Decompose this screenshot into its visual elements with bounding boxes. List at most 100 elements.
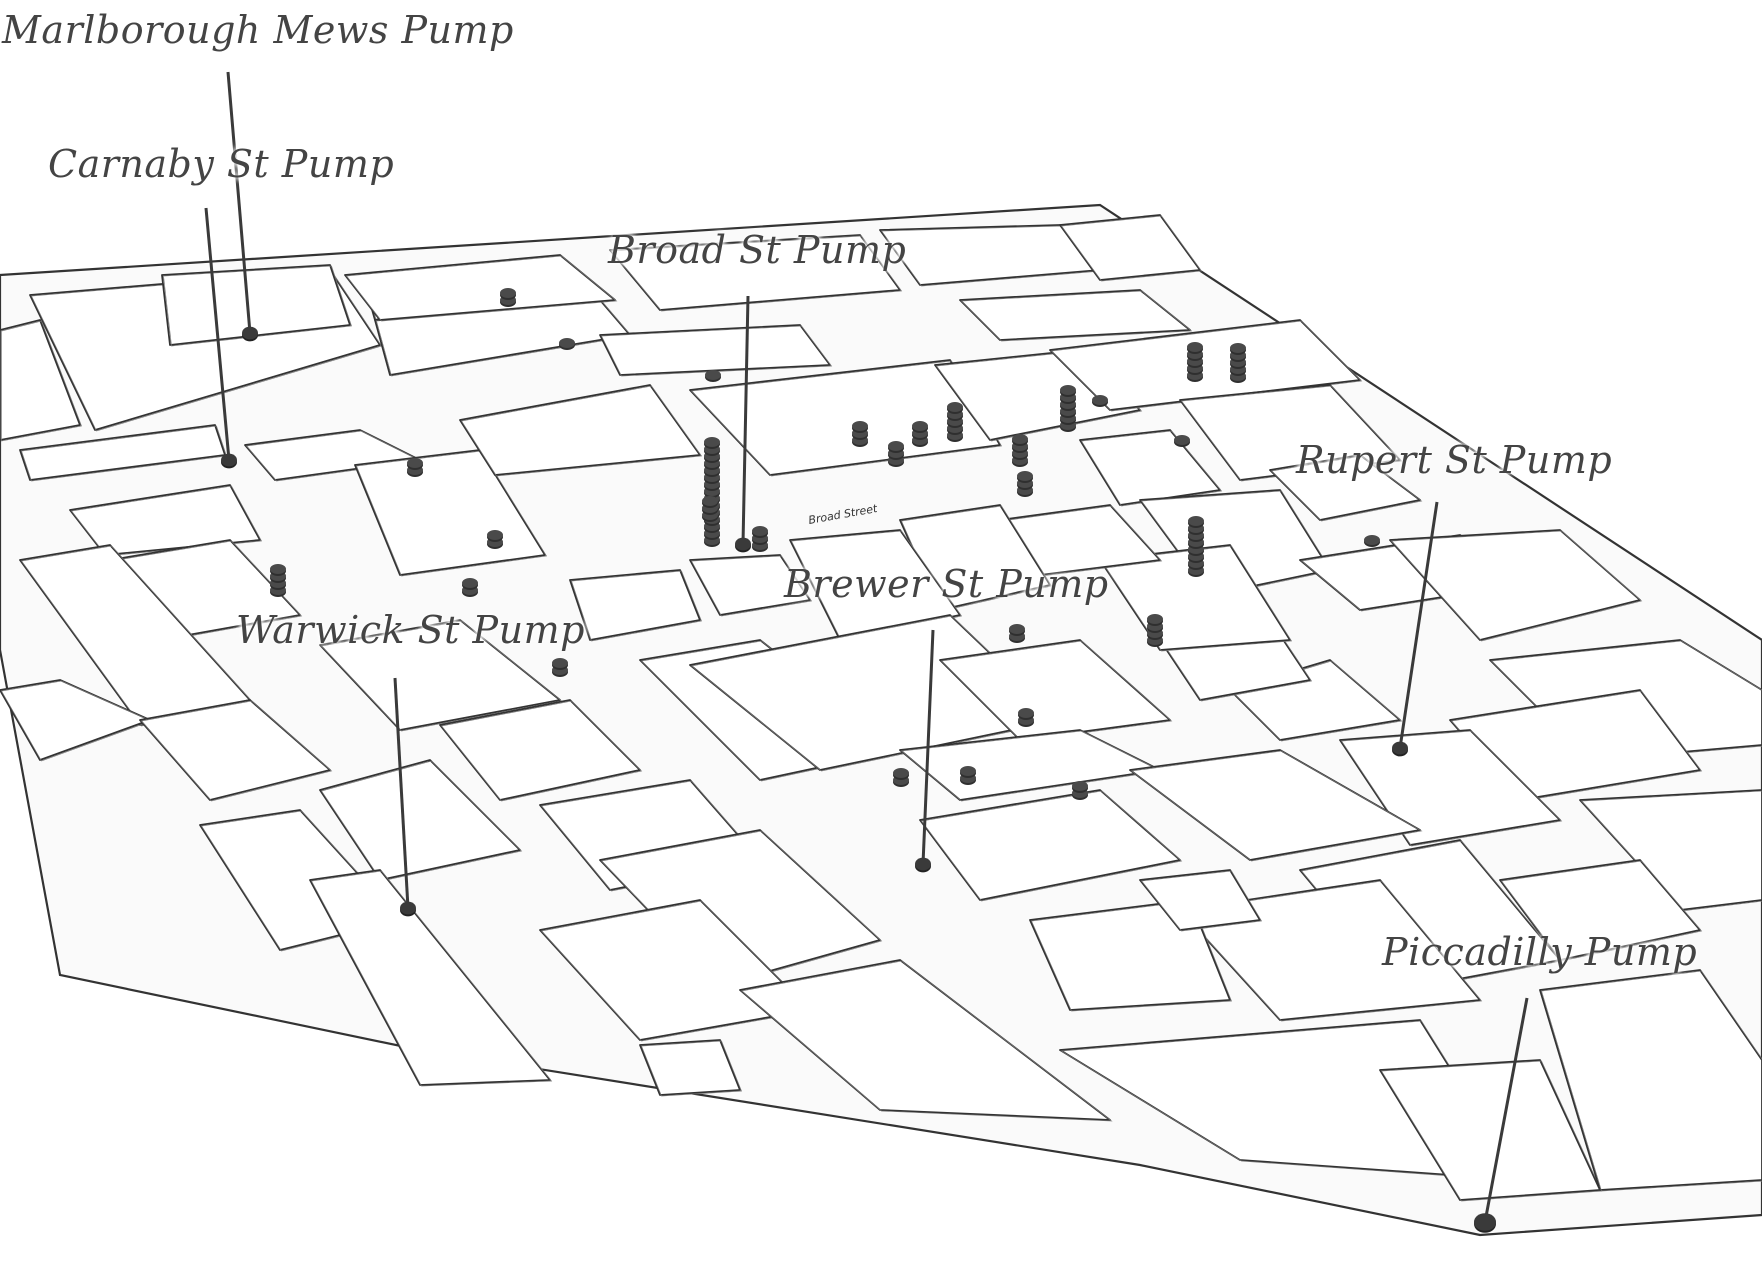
city-block [1099,544,1291,651]
death-disc [552,658,568,668]
leader-line-piccadilly [1483,997,1529,1223]
city-block-sketch [610,235,903,312]
city-block-sketch [1060,215,1203,282]
pump-label-warwick-st[interactable]: Warwick St Pump [236,608,585,652]
pump-marker-marlborough-mews [242,326,258,340]
death-disc [1364,535,1380,545]
death-disc [1072,781,1088,791]
city-block [599,324,831,376]
city-block-sketch [345,255,618,322]
pump-label-marlborough-mews[interactable]: Marlborough Mews Pump [2,8,514,52]
city-block-sketch [600,325,833,377]
city-block-sketch [1180,385,1403,482]
city-block [1539,969,1762,1191]
death-stacks [270,288,1380,800]
city-block-sketch [1500,860,1703,962]
city-block [319,759,521,881]
city-block-sketch [790,530,963,642]
pump-marker-broad-st [735,537,751,551]
city-block-sketch [460,385,703,477]
city-block-sketch [740,960,1113,1122]
death-disc [1060,385,1076,395]
pump-label-piccadilly[interactable]: Piccadilly Pump [1382,930,1698,974]
city-block-sketch [1050,320,1363,412]
death-disc [407,458,423,468]
death-disc [500,288,516,298]
leader-line-warwick-st [393,677,410,909]
death-stack [500,288,516,307]
death-stack [888,441,904,467]
death-stack [552,658,568,677]
leader-line-broad-st [741,295,750,545]
death-disc [270,564,286,574]
city-block [1499,859,1701,961]
death-stack [559,338,575,350]
city-block-sketch [940,640,1173,742]
leader-line-marlborough-mews [226,71,252,334]
city-block-sketch [1390,530,1643,642]
city-block-sketch [1030,900,1233,1012]
death-disc [960,766,976,776]
city-block [689,554,811,616]
death-stack [1017,471,1033,497]
city-block-sketch [1270,455,1423,522]
city-block [309,869,551,1086]
death-disc [1018,708,1034,718]
death-stack [1009,624,1025,643]
city-block [789,529,961,641]
death-stack [1072,781,1088,800]
pump-label-broad-st[interactable]: Broad St Pump [608,228,907,272]
death-stack [704,437,720,547]
pump-marker-warwick-st [400,901,416,915]
city-block [69,484,261,556]
death-disc [912,421,928,431]
death-disc [1147,614,1163,624]
death-disc [1012,434,1028,444]
pump-marker-piccadilly [1474,1213,1496,1231]
death-disc [704,437,720,447]
city-block [1079,429,1221,506]
city-block [1059,214,1201,281]
city-block [1049,319,1361,411]
city-block-sketch [935,350,1143,442]
city-block-sketch [690,555,813,617]
death-disc [559,338,575,348]
death-stack [487,530,503,549]
city-block [161,264,351,346]
death-disc [702,496,718,506]
death-disc [1017,471,1033,481]
death-disc [752,526,768,536]
death-stack [705,370,721,382]
death-stack [960,766,976,785]
leader-line-brewer-st [921,629,935,865]
city-block-sketch [1080,430,1223,507]
death-stack [1188,516,1204,577]
pump-markers [221,326,1496,1233]
death-stack [407,458,423,477]
pump-marker-brewer-st [915,857,931,871]
death-stack [852,421,868,447]
pump-leader-lines [204,71,1529,1223]
pump-marker-rupert-st [1392,741,1408,755]
death-disc [1188,516,1204,526]
death-disc [1174,435,1190,445]
death-stack [1364,535,1380,547]
city-block-sketch [163,265,352,347]
death-stack [752,526,768,552]
city-block [569,569,701,641]
city-block-sketch [1140,870,1263,932]
death-stack [462,578,478,597]
pump-label-carnaby-st[interactable]: Carnaby St Pump [48,142,395,186]
pump-label-brewer-st[interactable]: Brewer St Pump [784,562,1109,606]
death-disc [947,402,963,412]
death-stack [702,496,718,522]
city-block [609,234,901,311]
leader-line-rupert-st [1398,501,1439,749]
death-stack [1187,342,1203,382]
city-block-sketch [440,700,643,802]
pump-label-rupert-st[interactable]: Rupert St Pump [1296,438,1613,482]
city-block-sketch [140,700,333,802]
death-disc [462,578,478,588]
city-block-sketch [1130,750,1423,862]
